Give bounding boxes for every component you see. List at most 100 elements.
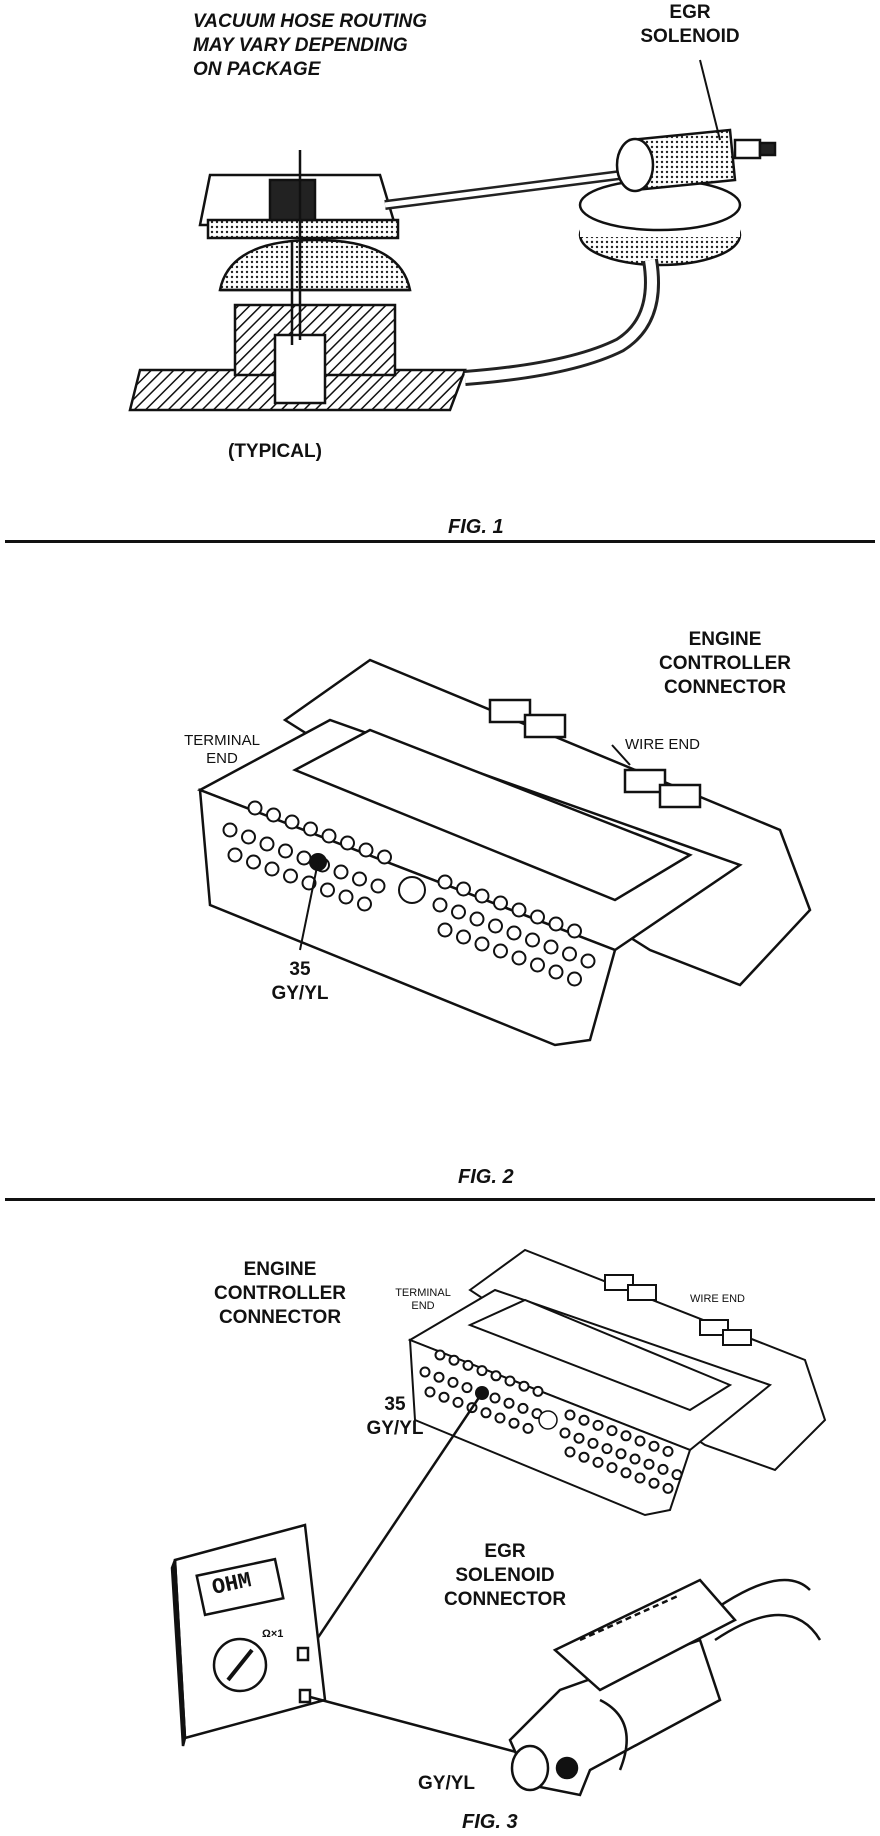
connector-pin [340,835,355,851]
connector-pin [259,836,275,852]
connector-pin [657,1463,669,1475]
connector-pin [437,874,453,890]
fig3-wire-end-label: WIRE END [690,1293,745,1305]
connector-pin [620,1430,632,1442]
connector-pin [508,1417,520,1429]
ohmmeter [170,1523,327,1747]
vacuum-hose-note: VACUUM HOSE ROUTING MAY VARY DEPENDING O… [193,11,427,80]
connector-pin [511,950,527,966]
connector-pin [476,1365,488,1377]
egr-solenoid-connector-label: EGR SOLENOID CONNECTOR [443,1541,567,1610]
connector-pin [564,1446,576,1458]
connector-pin [530,957,545,973]
connector-pins-fig2 [222,800,596,987]
connector-pin [601,1443,613,1455]
connector-pin [532,1385,544,1397]
connector-pin [629,1453,641,1465]
connector-pin [480,1407,492,1419]
connector-pin [338,889,354,905]
fig3-pin-35-label: 35 GY/YL [366,1394,424,1439]
connector-pin [303,821,318,837]
connector-pin [474,936,490,952]
connector-pin [452,1396,464,1408]
connector-pin [456,881,471,897]
typical-label: (TYPICAL) [228,441,322,462]
connector-pin [592,1456,604,1468]
connector-pin [424,1386,436,1398]
connector-pin [296,850,312,866]
connector-pin [634,1435,646,1447]
connector-pin [437,922,453,938]
connector-pin [671,1469,683,1481]
connector-pin [662,1445,674,1457]
connector-pin [567,971,582,987]
connector-pin [522,1422,534,1434]
connector-pin [377,849,392,865]
connector-pin [451,904,466,920]
connector-pin [321,828,337,844]
connector-pin [543,939,559,955]
test-lead-to-pin-35 [303,1392,484,1658]
connector-pin [525,932,540,948]
pin-35-leader-fig2 [299,861,319,951]
connector-pin [493,943,508,959]
connector-pin [264,861,280,877]
connector-pin [461,1382,473,1394]
connector-pin [469,911,485,927]
connector-pin [606,1425,618,1437]
fig2-wire-end-label: WIRE END [625,736,700,753]
connector-pin [227,847,243,863]
fig2-connector-title: ENGINE CONTROLLER CONNECTOR [659,629,791,698]
connector-pin [370,878,386,894]
fig3-caption: FIG. 3 [462,1811,518,1833]
connector-pin [434,1349,446,1361]
connector-pin [511,902,527,918]
connector-pin [567,923,582,939]
connector-pin [432,897,448,913]
connector-pin [578,1451,590,1463]
engine-controller-connector-fig3 [407,1248,827,1517]
separator-line-1 [5,540,875,543]
connector-pin [503,1397,515,1409]
connector-pin [456,929,471,945]
connector-pin [506,925,522,941]
connector-pin [474,888,490,904]
connector-pin [620,1467,632,1479]
key-hole-fig2 [398,876,426,904]
wire-end-leader-fig2 [611,744,631,766]
fig2-pin-35-label: 35 GY/YL [271,959,329,1004]
connector-pin [284,814,300,830]
connector-pin [615,1448,627,1460]
connector-pin [587,1437,599,1449]
connector-pin [634,1472,646,1484]
egr-valve-drawing [128,128,777,412]
fig1-caption: FIG. 1 [448,516,504,538]
connector-pin [222,822,238,838]
fig2-caption: FIG. 2 [458,1166,514,1188]
connector-pin [648,1440,660,1452]
connector-pin [462,1359,474,1371]
connector-pin [246,854,261,870]
connector-pin [562,946,577,962]
egr-wire-color-label: GY/YL [418,1773,476,1794]
fig2-terminal-end-label: TERMINAL END [184,732,260,767]
connector-pin [447,1376,459,1388]
connector-pin [504,1375,516,1387]
connector-pins-fig3 [419,1349,683,1494]
connector-pin [648,1477,660,1489]
connector-pin [548,916,564,932]
connector-pin [488,918,503,934]
fig3-connector-title: ENGINE CONTROLLER CONNECTOR [214,1259,346,1328]
engine-controller-connector-fig2 [197,658,812,1047]
connector-pin [517,1402,529,1414]
egr-solenoid-label: EGR SOLENOID [640,2,740,47]
separator-line-2 [5,1198,875,1201]
connector-pin [559,1427,571,1439]
connector-pin [320,882,335,898]
connector-pin [662,1482,674,1494]
connector-pin [247,800,263,816]
ohmmeter-range-label: Ω×1 [262,1628,284,1640]
connector-pin [490,1370,502,1382]
connector-pin [564,1409,576,1421]
